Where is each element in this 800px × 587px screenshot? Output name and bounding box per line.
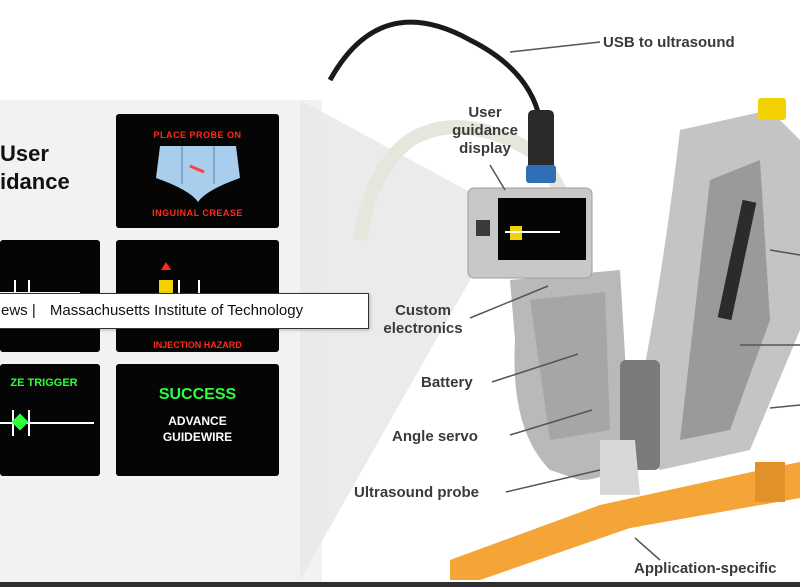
tile-success-line2: GUIDEWIRE — [162, 430, 233, 444]
tile-place-probe-top: PLACE PROBE ON — [153, 130, 242, 140]
tile-freeze-trigger: ZE TRIGGER — [0, 364, 100, 476]
source-tooltip: ews | Massachusetts Institute of Technol… — [0, 293, 369, 329]
tile-success: SUCCESS ADVANCE GUIDEWIRE — [116, 364, 279, 476]
arrow-up-icon — [161, 262, 171, 270]
label-user-guidance-line3: display — [459, 140, 511, 157]
tile-place-probe: PLACE PROBE ON INGUINAL CREASE — [116, 114, 279, 228]
diamond-marker-icon — [11, 413, 29, 431]
label-custom-line1: Custom — [395, 302, 451, 319]
bottom-bar — [0, 582, 800, 587]
tile-freeze-text: ZE TRIGGER — [10, 377, 78, 389]
callout-wedge — [300, 100, 470, 580]
label-battery: Battery — [421, 374, 473, 391]
label-application-specific: Application-specific — [634, 560, 777, 577]
label-ultrasound-probe: Ultrasound probe — [354, 484, 480, 501]
label-usb: USB to ultrasound — [603, 34, 735, 51]
label-custom-line2: electronics — [383, 320, 463, 337]
target-marker-icon — [159, 280, 173, 294]
tooltip-prefix: ews | — [1, 302, 36, 319]
guidance-panel: User idance PLACE PROBE ON INGUINAL CREA… — [0, 100, 322, 587]
tile-success-line1: ADVANCE — [168, 414, 227, 428]
label-user-guidance-display: User guidance display — [440, 104, 530, 158]
guidance-title-line1: User — [0, 141, 49, 166]
guidance-title-line2: idance — [0, 169, 70, 194]
guidance-title: User idance — [0, 140, 70, 196]
groin-diagram-icon — [156, 146, 240, 202]
tile-injection-text: INJECTION HAZARD — [153, 340, 242, 350]
label-user-guidance-line2: guidance — [452, 122, 518, 139]
label-user-guidance-line1: User — [468, 104, 502, 121]
label-custom-electronics: Custom electronics — [378, 302, 468, 338]
device-photo — [327, 19, 800, 580]
tile-place-probe-bottom: INGUINAL CREASE — [152, 208, 243, 218]
tooltip-text: Massachusetts Institute of Technology — [49, 302, 304, 319]
label-angle-servo: Angle servo — [392, 428, 478, 445]
tile-success-title: SUCCESS — [158, 386, 237, 403]
